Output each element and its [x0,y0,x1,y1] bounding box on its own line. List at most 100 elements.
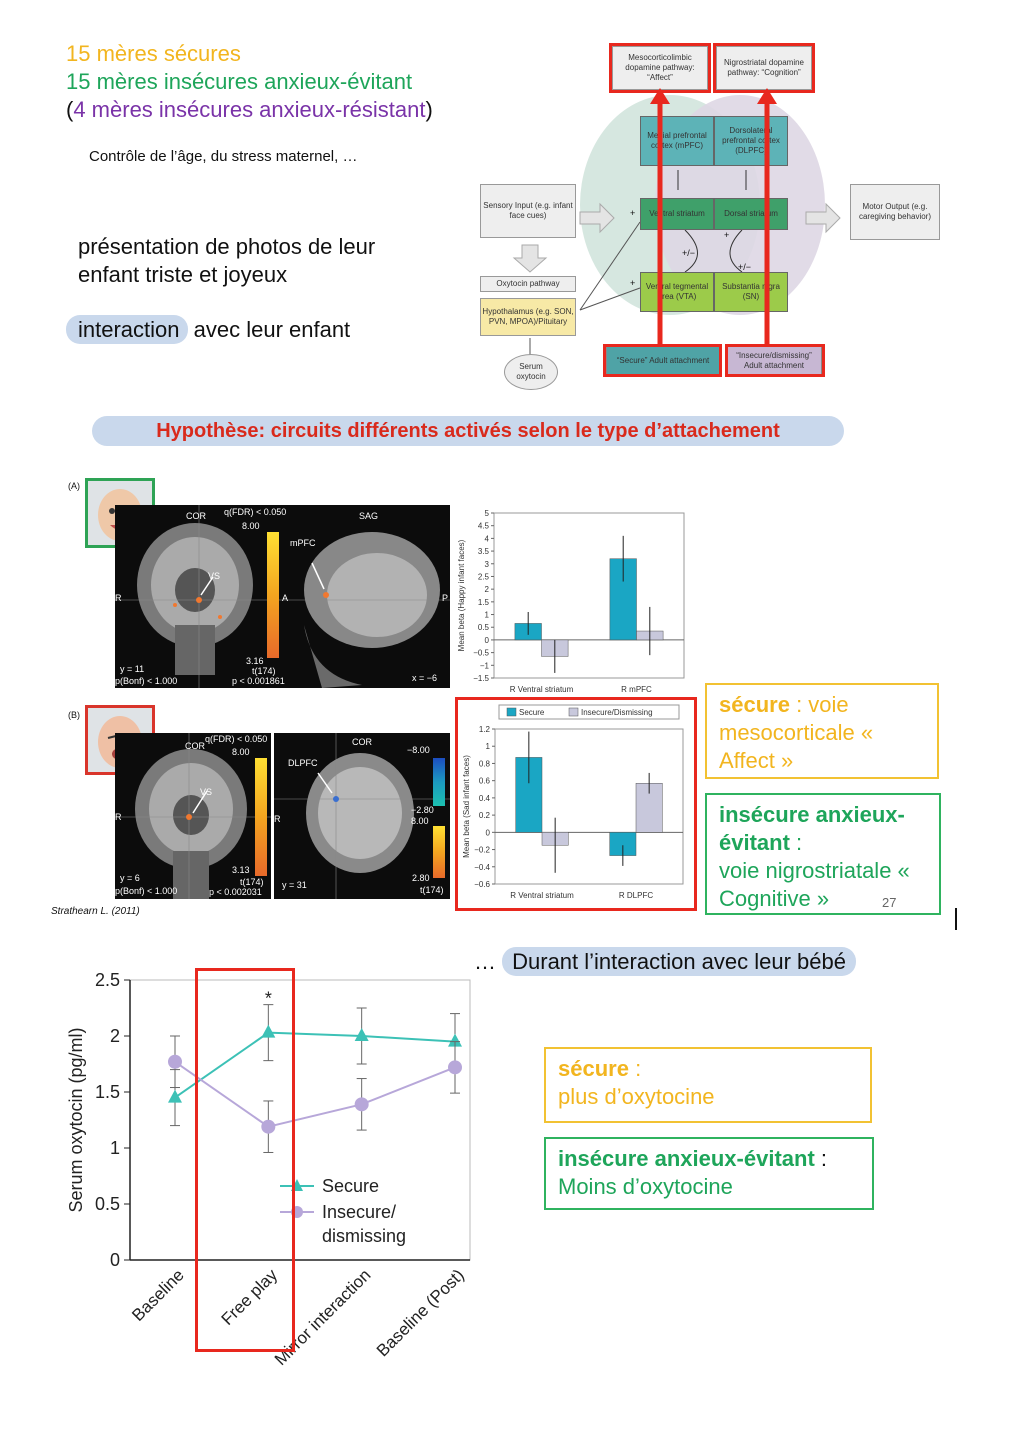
y-tick-label: −0.4 [474,863,490,872]
y-tick-label: 2 [110,1026,120,1046]
y-tick-label: 2 [485,585,490,594]
y-tick-label: 4 [485,534,490,543]
plusminus-sign-2: +/− [738,262,752,272]
colorbar-b [255,758,267,876]
data-point-triangle [448,1033,462,1047]
plus-sign-3: + [724,230,730,240]
legend-label-secure: Secure [322,1176,379,1196]
y-tick-label: 1.2 [479,725,491,734]
mri-coronal-b [115,733,271,899]
series-line [174,1060,456,1128]
mri-sagittal-a [282,505,450,688]
fig-b-scale-bot: 3.13 [232,865,250,875]
hypothesis-text: Hypothèse: circuits différents activés s… [156,419,780,442]
brain-sagittal-icon [282,532,450,688]
legend-label-insecure: Insecure/ [322,1202,396,1222]
fig-a-cor: COR [186,511,206,521]
y-tick-label: 1 [486,742,491,751]
fig-b-pos-top: 8.00 [411,816,429,826]
legend-box [498,704,680,720]
mri-coronal-a [115,505,282,688]
x-tick-label: Baseline (Post) [373,1265,468,1360]
y-tick-label: 5 [485,509,490,518]
fig-a-mpfc-label: mPFC [290,538,316,548]
fig-b-r: R [115,812,122,822]
fig-b-neg-bot: −2.80 [411,805,434,815]
legend-swatch [568,707,579,717]
y-tick-label: −1 [480,661,490,670]
data-point-triangle [168,1089,182,1103]
y-tick-label: 2.5 [478,572,490,581]
fig-b-cor2: COR [352,737,372,747]
fig-a-a: A [282,593,289,603]
brain-coronal-b-icon [115,733,271,899]
fig-b-r2: R [274,814,281,824]
plusminus-sign-1: +/− [682,248,696,258]
fig-b-bonf: p(Bonf) < 1.000 [115,886,178,896]
group-avoidant-count: 15 mères insécures anxieux-évitant [66,69,413,94]
y-tick-label: 0 [485,636,490,645]
y-tick-label: −0.5 [473,649,489,658]
plus-sign-2: + [630,278,636,288]
secure-oxytocin-text: plus d’oxytocine [558,1084,715,1109]
legend-label: Insecure/Dismissing [581,708,653,717]
data-point-triangle [354,1028,369,1041]
plus-sign-1: + [630,208,636,218]
avoidant-oxytocin-box: insécure anxieux-évitant : Moins d’oxyto… [544,1137,874,1210]
fig-a-fdr: q(FDR) < 0.050 [224,507,287,517]
y-tick-label: 0.5 [95,1194,120,1214]
fig-b-cor: COR [185,741,205,751]
y-tick-label: 1 [485,611,490,620]
data-point-circle [354,1097,369,1112]
hypothalamus-box: Hypothalamus (e.g. SON, PVN, MPOA)/Pitui… [480,298,576,336]
y-tick-label: 0.8 [479,759,491,768]
y-tick-label: 0 [110,1250,120,1270]
red-arrows [650,88,777,344]
avoidant-oxytocin-title: insécure anxieux-évitant [558,1146,815,1171]
data-point-circle [261,1119,276,1134]
y-tick-label: 1.5 [478,598,490,607]
mpfc-box: Medial prefrontal cortex (mPFC) [640,116,714,166]
y-tick-label: 3.5 [478,547,490,556]
fig-a-p-value: p < 0.001861 [232,676,285,686]
brain-coronal-a-icon [115,505,282,688]
y-tick-label: 3 [485,560,490,569]
fig-a-vs-label: VS [208,571,221,581]
y-tick-label: −0.2 [474,846,490,855]
fig-b-y: y = 6 [120,873,140,883]
during-pill: Durant l’interaction avec leur bébé [502,947,856,976]
fig-a-y: y = 11 [120,664,145,674]
group-secure-count: 15 mères sécures [66,41,241,66]
pathway-diagram: Mesocorticolimbic dopamine pathway: “Aff… [470,40,950,400]
interaction-pill: interaction [66,315,188,344]
x-tick-label: R DLPFC [619,891,653,900]
secure-pathway-title: sécure [719,692,790,717]
y-axis-label: Serum oxytocin (pg/ml) [66,1027,86,1212]
group-resistant-count: (4 mères insécures anxieux-résistant) [66,97,433,122]
colorbar-b-negative [433,758,445,806]
y-tick-label: 0.2 [479,811,491,820]
legend-label-dismissing: dismissing [322,1226,406,1246]
x-tick-label: R Ventral striatum [510,685,574,694]
colorbar-a [267,532,279,658]
avoidant-pathway-box: insécure anxieux-évitant : voie nigrostr… [705,793,941,915]
avoidant-pathway-text: voie nigrostriatale « Cognitive » [719,858,910,911]
motor-output-box: Motor Output (e.g. caregiving behavior) [850,184,940,240]
ventral-striatum-box: Ventral striatum [640,198,714,230]
fig-a-scale-bot: 3.16 [246,656,264,666]
fig-b-scale-top: 8.00 [232,747,250,757]
y-tick-label: 1.5 [95,1082,120,1102]
red-highlight-chart-b [455,697,697,911]
during-prefix: … [474,949,503,974]
fig-a-r: R [115,593,122,603]
text-cursor [955,908,957,930]
fig-a-p: P [442,593,449,603]
fig-b-neg-top: −8.00 [407,745,430,755]
nigrostriatal-box: Nigrostriatal dopamine pathway: “Cogniti… [716,46,812,90]
control-note: Contrôle de l’âge, du stress maternel, … [89,148,358,165]
secure-oxytocin-box: sécure : plus d’oxytocine [544,1047,872,1123]
citation: Strathearn L. (2011) [51,906,140,917]
mri-coronal-dlpfc [274,733,450,899]
fig-b-fdr: q(FDR) < 0.050 [205,734,268,744]
